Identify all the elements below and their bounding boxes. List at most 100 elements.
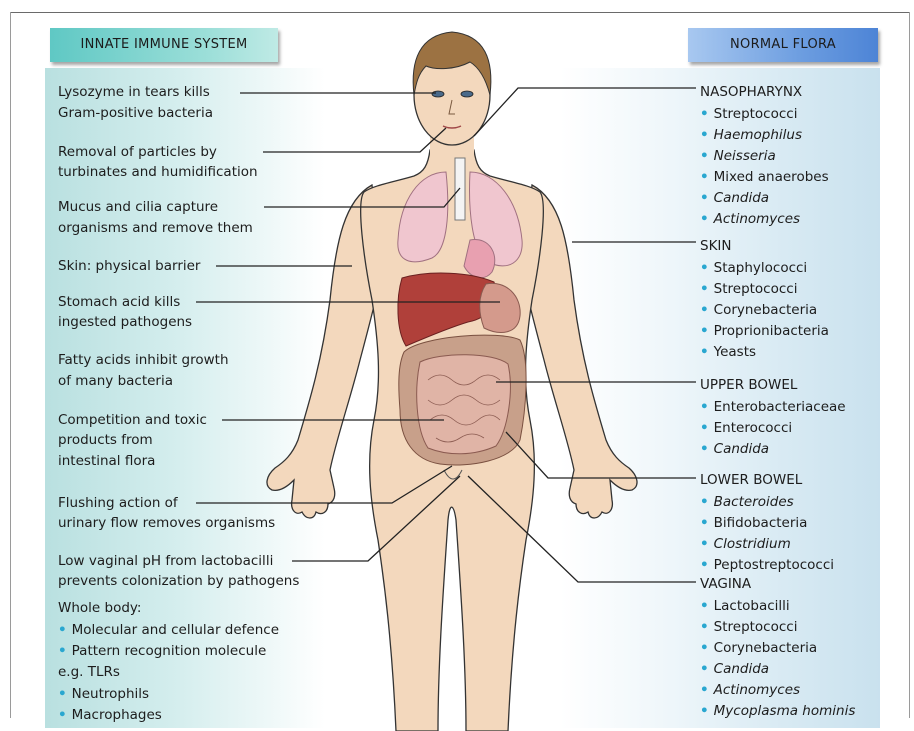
- whole-body-item-1-label: Molecular and cellular defence: [72, 622, 279, 638]
- bullet-icon: •: [700, 323, 709, 339]
- bullet-icon: •: [700, 619, 709, 635]
- flora-site-nasopharynx: NASOPHARYNX: [700, 82, 802, 102]
- bullet-icon: •: [700, 661, 709, 677]
- flora-site-vagina: VAGINA: [700, 574, 751, 594]
- bullet-icon: •: [58, 643, 67, 659]
- bullet-icon: •: [700, 127, 709, 143]
- flora-organism: • Enterococci: [700, 418, 792, 438]
- bullet-icon: •: [700, 281, 709, 297]
- whole-body-item-2: • Pattern recognition molecule: [58, 641, 266, 661]
- bullet-icon: •: [700, 190, 709, 206]
- flora-organism: • Candida: [700, 659, 769, 679]
- bullet-icon: •: [700, 211, 709, 227]
- bullet-icon: •: [700, 598, 709, 614]
- innate-item-6-line-2: of many bacteria: [58, 371, 173, 391]
- flora-organism: • Clostridium: [700, 534, 791, 554]
- bullet-icon: •: [700, 640, 709, 656]
- innate-item-1-line-1: Lysozyme in tears kills: [58, 82, 210, 102]
- flora-organism-label: Candida: [714, 190, 769, 206]
- flora-organism: •Corynebacteria: [700, 638, 817, 658]
- flora-organism-label: Bacteroides: [714, 494, 794, 510]
- flora-organism: •Haemophilus: [700, 125, 802, 145]
- whole-body-item-1: • Molecular and cellular defence: [58, 620, 279, 640]
- leader-urinary: [196, 466, 452, 503]
- flora-organism-label: Corynebacteria: [714, 302, 818, 318]
- bullet-icon: •: [58, 707, 67, 723]
- flora-organism: • Streptococci: [700, 104, 797, 124]
- flora-organism-label: Yeasts: [714, 344, 756, 360]
- innate-item-7-line-1: Competition and toxic: [58, 410, 207, 430]
- flora-organism: • Candida: [700, 188, 769, 208]
- flora-organism: •Bifidobacteria: [700, 513, 807, 533]
- flora-organism-label: Streptococci: [714, 281, 798, 297]
- innate-item-7-line-3: intestinal flora: [58, 451, 155, 471]
- bullet-icon: •: [700, 682, 709, 698]
- bullet-icon: •: [700, 399, 709, 415]
- innate-item-2-line-1: Removal of particles by: [58, 142, 217, 162]
- whole-body-item-4-label: Macrophages: [72, 707, 162, 723]
- whole-body-title: Whole body:: [58, 598, 141, 618]
- flora-organism: • Peptostreptococci: [700, 555, 834, 575]
- flora-organism: • Lactobacilli: [700, 596, 790, 616]
- flora-organism: • Corynebacteria: [700, 300, 817, 320]
- leader-mucus: [264, 188, 460, 207]
- flora-organism: •Mycoplasma hominis: [700, 701, 855, 721]
- flora-organism: • Bacteroides: [700, 492, 794, 512]
- whole-body-item-2-label: Pattern recognition molecule: [72, 643, 267, 659]
- flora-organism-label: Actinomyces: [714, 211, 800, 227]
- flora-organism: • Staphylococci: [700, 258, 807, 278]
- bullet-icon: •: [700, 260, 709, 276]
- leader-lower-bowel: [506, 432, 696, 478]
- flora-organism-label: Peptostreptococci: [714, 557, 834, 573]
- bullet-icon: •: [700, 106, 709, 122]
- innate-item-7-line-2: products from: [58, 430, 153, 450]
- flora-site-upper-bowel: UPPER BOWEL: [700, 375, 797, 395]
- innate-item-8-line-1: Flushing action of: [58, 493, 178, 513]
- bullet-icon: •: [700, 302, 709, 318]
- bullet-icon: •: [700, 536, 709, 552]
- whole-body-item-4: • Macrophages: [58, 705, 162, 725]
- flora-organism: • Streptococci: [700, 279, 797, 299]
- flora-organism: • Streptococci: [700, 617, 797, 637]
- bullet-icon: •: [700, 148, 709, 164]
- innate-item-6-line-1: Fatty acids inhibit growth: [58, 350, 229, 370]
- innate-item-4-line-1: Skin: physical barrier: [58, 256, 200, 276]
- flora-site-skin: SKIN: [700, 236, 732, 256]
- bullet-icon: •: [700, 420, 709, 436]
- flora-organism-label: Actinomyces: [714, 682, 800, 698]
- leader-turbinates: [263, 128, 446, 152]
- flora-organism-label: Enterococci: [714, 420, 792, 436]
- whole-body-item-3: • Neutrophils: [58, 684, 149, 704]
- bullet-icon: •: [700, 494, 709, 510]
- innate-item-5-line-2: ingested pathogens: [58, 312, 192, 332]
- flora-organism: •Yeasts: [700, 342, 756, 362]
- bullet-icon: •: [700, 441, 709, 457]
- flora-organism-label: Streptococci: [714, 619, 798, 635]
- flora-organism-label: Clostridium: [714, 536, 791, 552]
- flora-organism-label: Enterobacteriaceae: [714, 399, 846, 415]
- bullet-icon: •: [58, 622, 67, 638]
- flora-organism: • Actinomyces: [700, 680, 800, 700]
- innate-item-8-line-2: urinary flow removes organisms: [58, 513, 275, 533]
- leader-vaginal-ph: [292, 476, 460, 561]
- flora-organism-label: Mycoplasma hominis: [714, 703, 856, 719]
- bullet-icon: •: [700, 557, 709, 573]
- whole-body-item-3-label: Neutrophils: [72, 686, 149, 702]
- flora-organism-label: Neisseria: [714, 148, 776, 164]
- flora-organism: •Mixed anaerobes: [700, 167, 829, 187]
- flora-organism: • Neisseria: [700, 146, 776, 166]
- flora-organism: • Enterobacteriaceae: [700, 397, 846, 417]
- flora-organism: •Candida: [700, 439, 769, 459]
- flora-site-lower-bowel: LOWER BOWEL: [700, 470, 802, 490]
- flora-organism-label: Proprionibacteria: [714, 323, 829, 339]
- innate-item-3-line-2: organisms and remove them: [58, 218, 253, 238]
- innate-item-5-line-1: Stomach acid kills: [58, 292, 180, 312]
- bullet-icon: •: [58, 686, 67, 702]
- flora-organism-label: Staphylococci: [714, 260, 808, 276]
- innate-item-9-line-2: prevents colonization by pathogens: [58, 571, 299, 591]
- flora-organism: • Actinomyces: [700, 209, 800, 229]
- flora-organism-label: Candida: [714, 661, 769, 677]
- flora-organism-label: Streptococci: [714, 106, 798, 122]
- flora-organism-label: Lactobacilli: [714, 598, 790, 614]
- innate-item-1-line-2: Gram-positive bacteria: [58, 103, 213, 123]
